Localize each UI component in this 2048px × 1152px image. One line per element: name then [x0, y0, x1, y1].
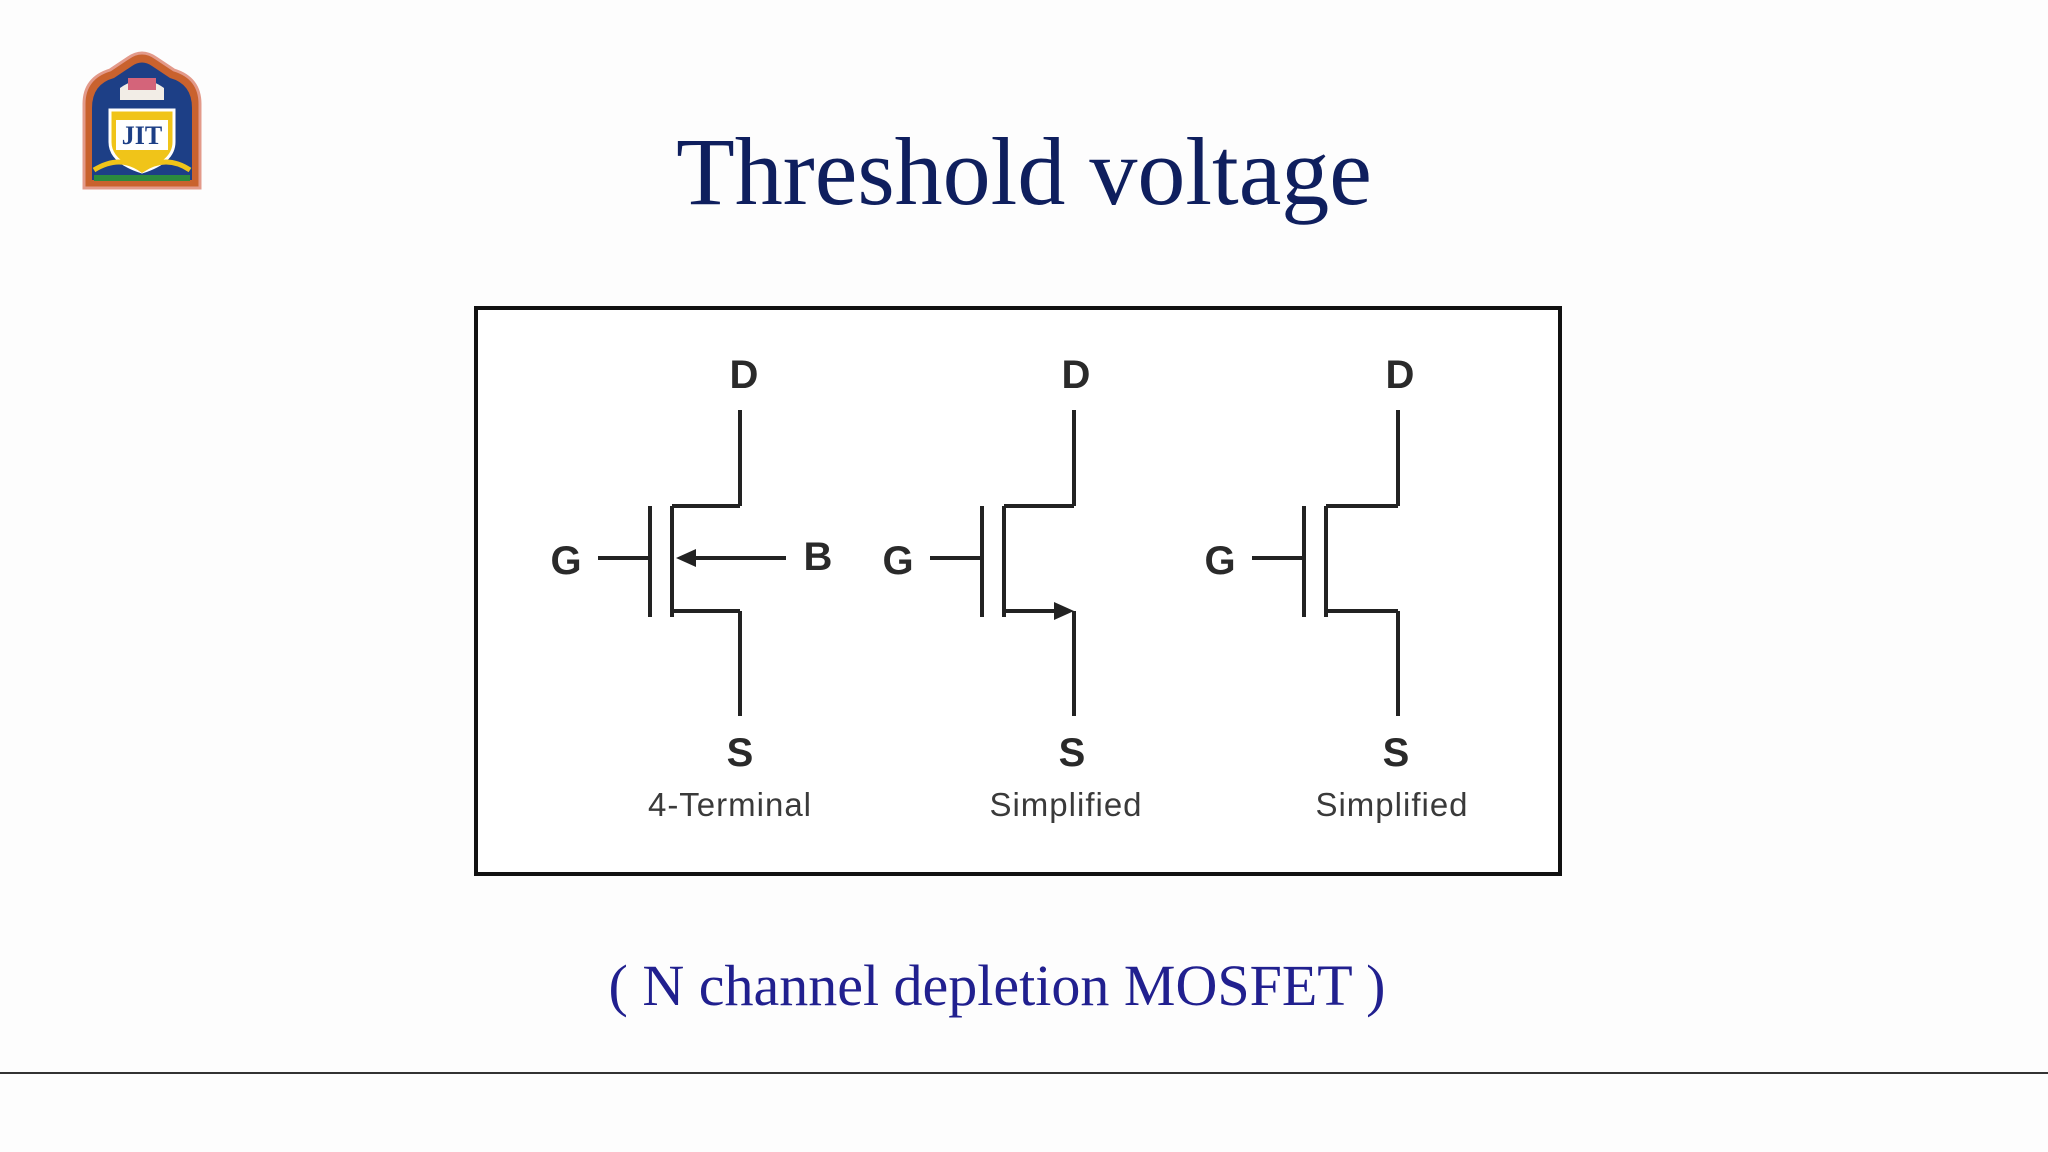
source-arrow-icon: [1054, 602, 1074, 620]
mosfet-symbols-diagram: D G B S 4-Terminal D G S Simplified D G …: [474, 306, 1562, 876]
gate-label: G: [882, 539, 913, 583]
body-arrow-icon: [676, 549, 696, 567]
body-label: B: [804, 535, 833, 579]
slide-caption: ( N channel depletion MOSFET ): [608, 953, 1386, 1018]
drain-label: D: [1386, 353, 1415, 397]
source-label: S: [1059, 731, 1086, 775]
mosfet-4-terminal-symbol: [598, 410, 786, 716]
institute-crest-icon: JIT: [82, 51, 202, 190]
gate-label: G: [550, 539, 581, 583]
source-label: S: [727, 731, 754, 775]
source-label: S: [1383, 731, 1410, 775]
gate-label: G: [1204, 539, 1235, 583]
symbol-caption: Simplified: [1315, 786, 1468, 823]
footer-divider: [0, 1072, 2048, 1074]
crest-letters: JIT: [122, 121, 162, 150]
mosfet-simplified-symbol: [1252, 410, 1400, 716]
slide-title: Threshold voltage: [676, 118, 1372, 225]
symbol-caption: Simplified: [989, 786, 1142, 823]
symbol-caption: 4-Terminal: [648, 786, 812, 823]
diagram-frame: [474, 306, 1562, 876]
drain-label: D: [730, 353, 759, 397]
drain-label: D: [1062, 353, 1091, 397]
mosfet-simplified-arrow-symbol: [930, 410, 1076, 716]
